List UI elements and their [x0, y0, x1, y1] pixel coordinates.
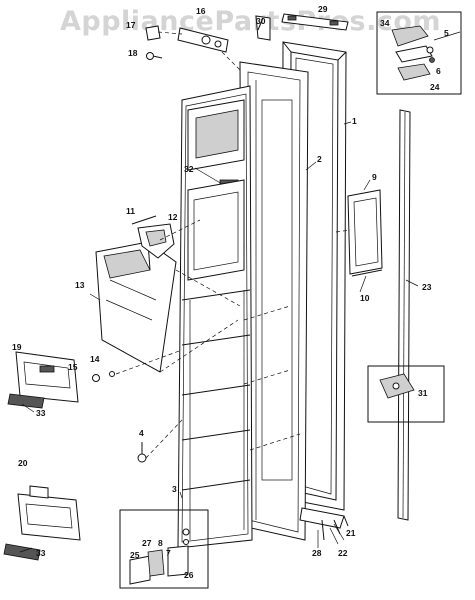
- label-33-upper: 33: [36, 408, 46, 418]
- label-25: 25: [130, 550, 140, 560]
- label-33-lower: 33: [36, 548, 46, 558]
- label-10: 10: [360, 293, 370, 303]
- screw-part-4: [137, 442, 147, 463]
- label-18: 18: [128, 48, 138, 58]
- trim-part-33-upper: [7, 393, 45, 409]
- label-21: 21: [346, 528, 356, 538]
- trim-part-33-lower: [3, 543, 41, 561]
- handle-part-20: [17, 485, 81, 541]
- part-number-labels: 1 2 3 4 5 6 7 8 9 10 11 12 13 14 15 16 1…: [12, 4, 449, 580]
- door-liner-part-2: [239, 61, 309, 541]
- grille-part-9: [347, 189, 383, 275]
- label-32: 32: [184, 164, 194, 174]
- bushing-part-17: [145, 25, 161, 41]
- label-24: 24: [430, 82, 440, 92]
- dispenser-bezel-part-13: [95, 241, 177, 373]
- trim-strip-part-30: [255, 15, 271, 41]
- label-9: 9: [372, 172, 377, 182]
- label-19: 19: [12, 342, 22, 352]
- outer-door-panel-part-3: [177, 85, 253, 549]
- label-5: 5: [444, 28, 449, 38]
- label-1: 1: [352, 116, 357, 126]
- retainer-part-10: [351, 269, 383, 277]
- label-4: 4: [139, 428, 144, 438]
- pin-part-11: [131, 215, 157, 225]
- label-3: 3: [172, 484, 177, 494]
- label-16: 16: [196, 6, 206, 16]
- hinge-bracket-part-16: [177, 27, 229, 53]
- hinge-inset-box: [376, 11, 462, 95]
- label-7: 7: [166, 548, 171, 558]
- bottom-hinge-parts: [299, 507, 349, 541]
- label-17: 17: [126, 20, 136, 30]
- hinge-inset-part-31: [367, 365, 445, 423]
- label-13: 13: [75, 280, 85, 290]
- label-14: 14: [90, 354, 100, 364]
- label-34: 34: [380, 18, 390, 28]
- label-27: 27: [142, 538, 152, 548]
- callout-leaders: [19, 31, 461, 553]
- label-2: 2: [317, 154, 322, 164]
- label-22-bottom: 22: [338, 548, 348, 558]
- actuator-part-12: [137, 223, 175, 259]
- assembly-leader-lines: [115, 31, 351, 459]
- label-28: 28: [312, 548, 322, 558]
- screw-part-18: [146, 52, 163, 60]
- label-30: 30: [256, 16, 266, 26]
- label-11: 11: [126, 206, 135, 216]
- label-23: 23: [422, 282, 432, 292]
- label-8: 8: [158, 538, 163, 548]
- trim-strip-part-23: [397, 109, 411, 521]
- washer-part-14: [109, 371, 115, 377]
- handle-part-19: [15, 351, 79, 403]
- label-26: 26: [184, 570, 194, 580]
- label-15: 15: [68, 362, 78, 372]
- label-29: 29: [318, 4, 328, 14]
- lower-hinge-inset-box: [119, 509, 209, 589]
- label-31: 31: [418, 388, 428, 398]
- label-20: 20: [18, 458, 28, 468]
- label-12: 12: [168, 212, 178, 222]
- label-6: 6: [436, 66, 441, 76]
- top-cap-part-29: [281, 13, 349, 31]
- screw-part-15: [92, 374, 100, 382]
